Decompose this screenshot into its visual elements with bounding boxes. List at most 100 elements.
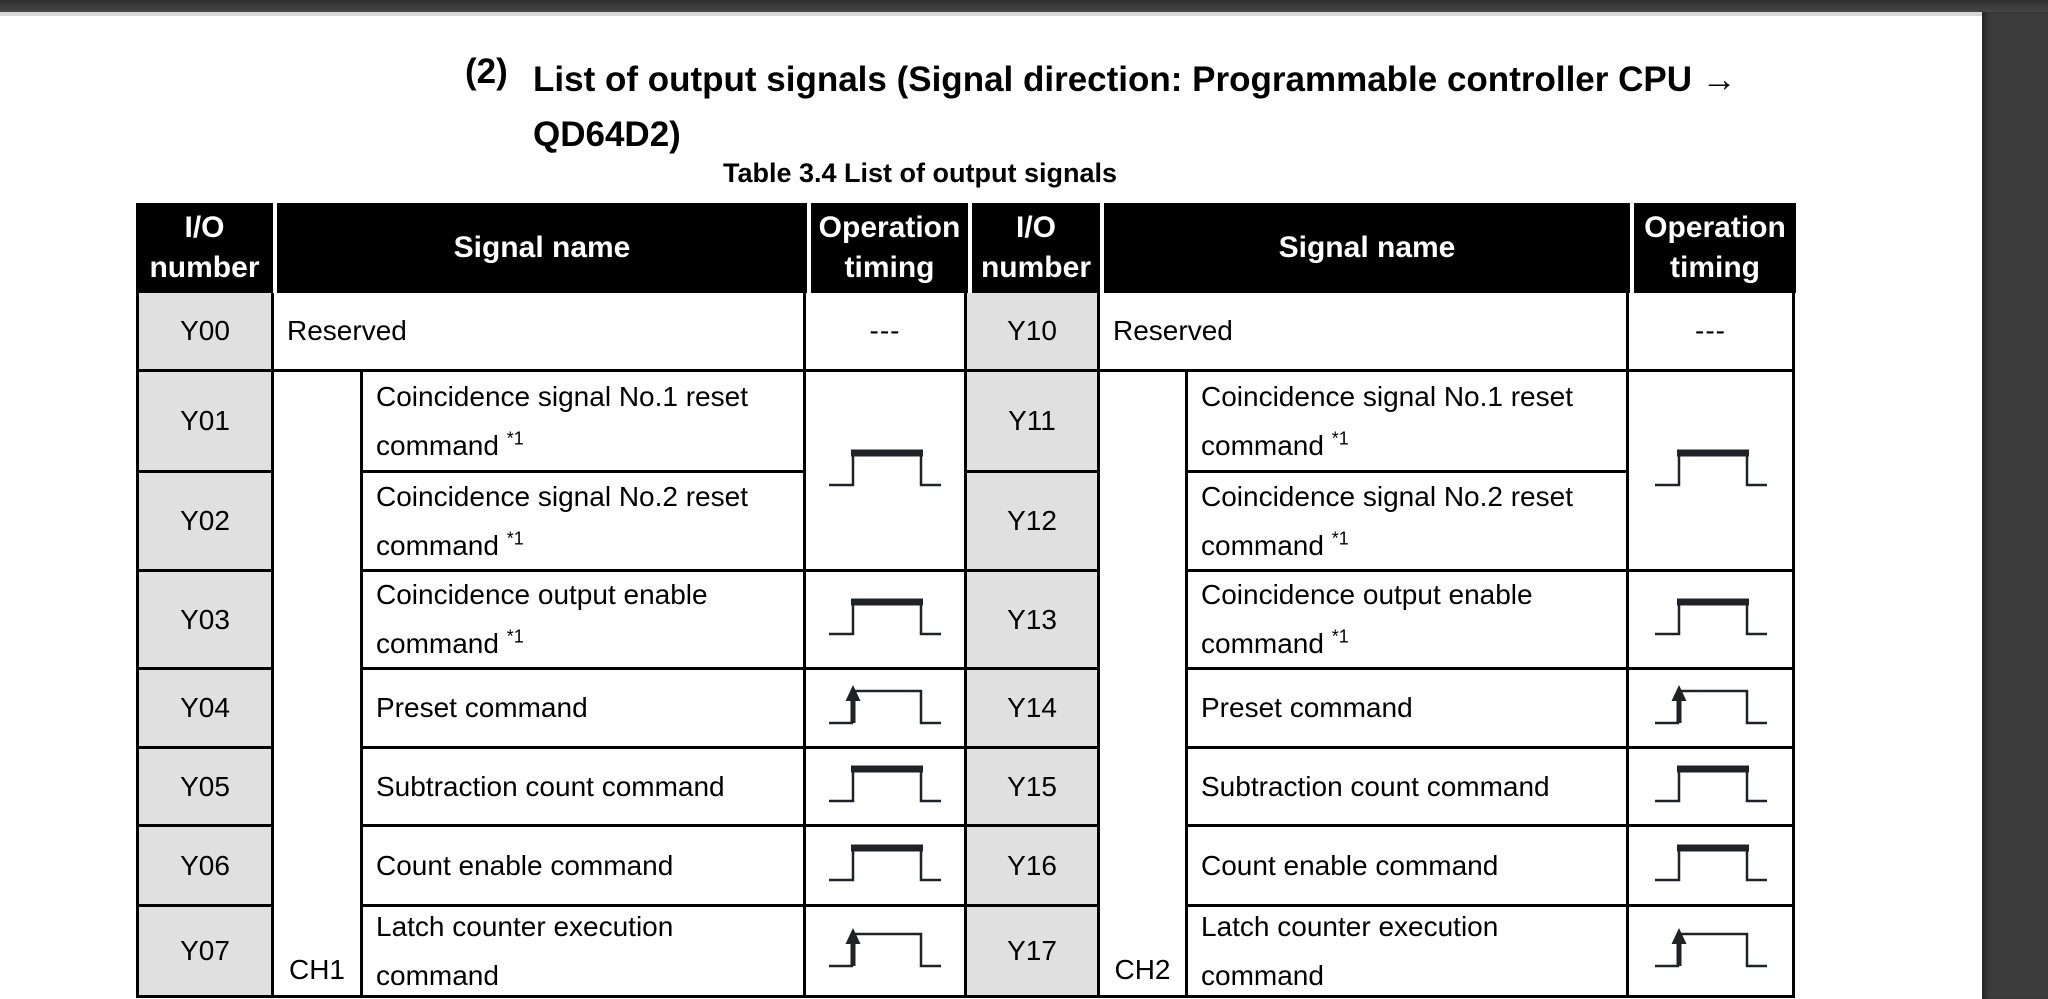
timing-pulse-arrow-icon xyxy=(1652,925,1770,978)
io-cell-Y16: Y16 xyxy=(967,827,1097,904)
signal-cell-Y04: Preset command xyxy=(363,670,803,746)
channel-cell-CH2: CH2 xyxy=(1100,372,1185,995)
timing-cell-Y10: --- xyxy=(1629,293,1792,369)
column-header-line: Signal name xyxy=(1278,231,1456,264)
column-header-line: number xyxy=(149,251,260,284)
io-cell-Y15: Y15 xyxy=(967,749,1097,824)
signal-text-line: Coincidence signal No.2 reset xyxy=(1201,480,1573,512)
signal-text-line: Coincidence output enable xyxy=(1201,579,1533,610)
viewer-top-bar xyxy=(0,0,2048,12)
timing-pulse-icon xyxy=(826,593,944,646)
column-header-line: timing xyxy=(1670,251,1760,284)
io-cell-Y00: Y00 xyxy=(139,293,271,369)
table-caption: Table 3.4 List of output signals xyxy=(722,158,1118,188)
signal-cell-Y10: Reserved xyxy=(1100,293,1626,369)
header-divider-1 xyxy=(807,203,811,293)
timing-cell-Y00: --- xyxy=(806,293,964,369)
signal-cell-Y01: Coincidence signal No.1 reset command *1 xyxy=(363,372,803,470)
io-cell-Y05: Y05 xyxy=(139,749,271,824)
io-cell-Y01: Y01 xyxy=(139,372,271,470)
column-header-line: Operation xyxy=(1644,211,1786,244)
io-cell-Y06: Y06 xyxy=(139,827,271,904)
signal-cell-Y02: Coincidence signal No.2 reset command *1 xyxy=(363,473,803,569)
signal-text-line: Coincidence signal No.1 reset xyxy=(376,380,748,412)
io-cell-Y03: Y03 xyxy=(139,572,271,667)
footnote-marker: *1 xyxy=(1331,626,1349,647)
signal-text-line: Coincidence signal No.2 reset xyxy=(376,480,748,512)
column-header-line: Operation xyxy=(818,211,961,244)
timing-pulse-icon xyxy=(1652,444,1770,497)
signal-cell-Y14: Preset command xyxy=(1188,670,1626,746)
timing-cell-Y13 xyxy=(1629,572,1792,667)
section-title-line1: List of output signals (Signal direction… xyxy=(533,60,1737,99)
signal-text-line: command *1 xyxy=(1201,428,1349,461)
timing-pulse-icon xyxy=(1652,593,1770,646)
io-cell-Y12: Y12 xyxy=(967,473,1097,569)
footnote-marker: *1 xyxy=(506,626,524,647)
timing-pulse-arrow-icon xyxy=(826,925,944,978)
timing-cell-Y07 xyxy=(806,907,964,995)
io-cell-Y02: Y02 xyxy=(139,473,271,569)
timing-cell-Y16 xyxy=(1629,827,1792,904)
signal-text-line: command *1 xyxy=(1201,626,1349,659)
column-header-3: I/O number xyxy=(972,203,1100,293)
signal-text-line: Subtraction count command xyxy=(1201,770,1550,802)
column-header-5: Operation timing xyxy=(1634,203,1796,293)
signal-cell-Y15: Subtraction count command xyxy=(1188,749,1626,824)
section-number: (2) xyxy=(465,52,508,91)
column-header-4: Signal name xyxy=(1104,203,1630,293)
footnote-marker: *1 xyxy=(506,528,524,549)
column-header-line: timing xyxy=(844,251,935,284)
io-cell-Y04: Y04 xyxy=(139,670,271,746)
signal-text-line: command *1 xyxy=(376,528,524,561)
footnote-marker: *1 xyxy=(1331,428,1349,449)
column-header-line: number xyxy=(980,251,1091,284)
timing-cell-Y11 xyxy=(1629,372,1792,569)
column-header-line: I/O xyxy=(1015,211,1056,244)
column-header-line: Signal name xyxy=(453,231,631,264)
signal-cell-Y06: Count enable command xyxy=(363,827,803,904)
signal-cell-Y11: Coincidence signal No.1 reset command *1 xyxy=(1188,372,1626,470)
header-divider-2 xyxy=(968,203,972,293)
timing-cell-Y15 xyxy=(1629,749,1792,824)
page-top-separator xyxy=(0,12,1984,16)
header-divider-0 xyxy=(273,203,277,293)
timing-pulse-icon xyxy=(826,444,944,497)
io-cell-Y14: Y14 xyxy=(967,670,1097,746)
signal-text-line: command *1 xyxy=(376,626,524,659)
signal-text-line: command *1 xyxy=(1201,528,1349,561)
signal-text-line: Reserved xyxy=(287,315,407,346)
signal-text-line: command xyxy=(1201,959,1324,991)
signal-text-line: Latch counter execution xyxy=(376,910,674,942)
signal-text-line: Reserved xyxy=(1113,315,1233,346)
io-cell-Y13: Y13 xyxy=(967,572,1097,667)
timing-pulse-icon xyxy=(826,839,944,892)
io-cell-Y10: Y10 xyxy=(967,293,1097,369)
signal-text-line: Preset command xyxy=(376,692,588,723)
timing-cell-Y06 xyxy=(806,827,964,904)
signal-text-line: Coincidence output enable xyxy=(376,579,708,610)
io-cell-Y11: Y11 xyxy=(967,372,1097,470)
signal-text-line: Coincidence signal No.1 reset xyxy=(1201,380,1573,412)
signal-text-line: command *1 xyxy=(376,428,524,461)
signal-text-line: Preset command xyxy=(1201,692,1413,723)
timing-cell-Y05 xyxy=(806,749,964,824)
signal-text-line: Count enable command xyxy=(1201,849,1499,881)
signal-text-line: Count enable command xyxy=(376,849,674,881)
timing-cell-Y01 xyxy=(806,372,964,569)
timing-cell-Y17 xyxy=(1629,907,1792,995)
timing-pulse-icon xyxy=(1652,760,1770,813)
signal-cell-Y05: Subtraction count command xyxy=(363,749,803,824)
timing-pulse-icon xyxy=(826,760,944,813)
viewer-right-gutter xyxy=(1982,12,2048,999)
footnote-marker: *1 xyxy=(506,428,524,449)
io-cell-Y07: Y07 xyxy=(139,907,271,995)
signal-cell-Y12: Coincidence signal No.2 reset command *1 xyxy=(1188,473,1626,569)
signal-cell-Y13: Coincidence output enable command *1 xyxy=(1188,572,1626,667)
header-divider-3 xyxy=(1100,203,1104,293)
